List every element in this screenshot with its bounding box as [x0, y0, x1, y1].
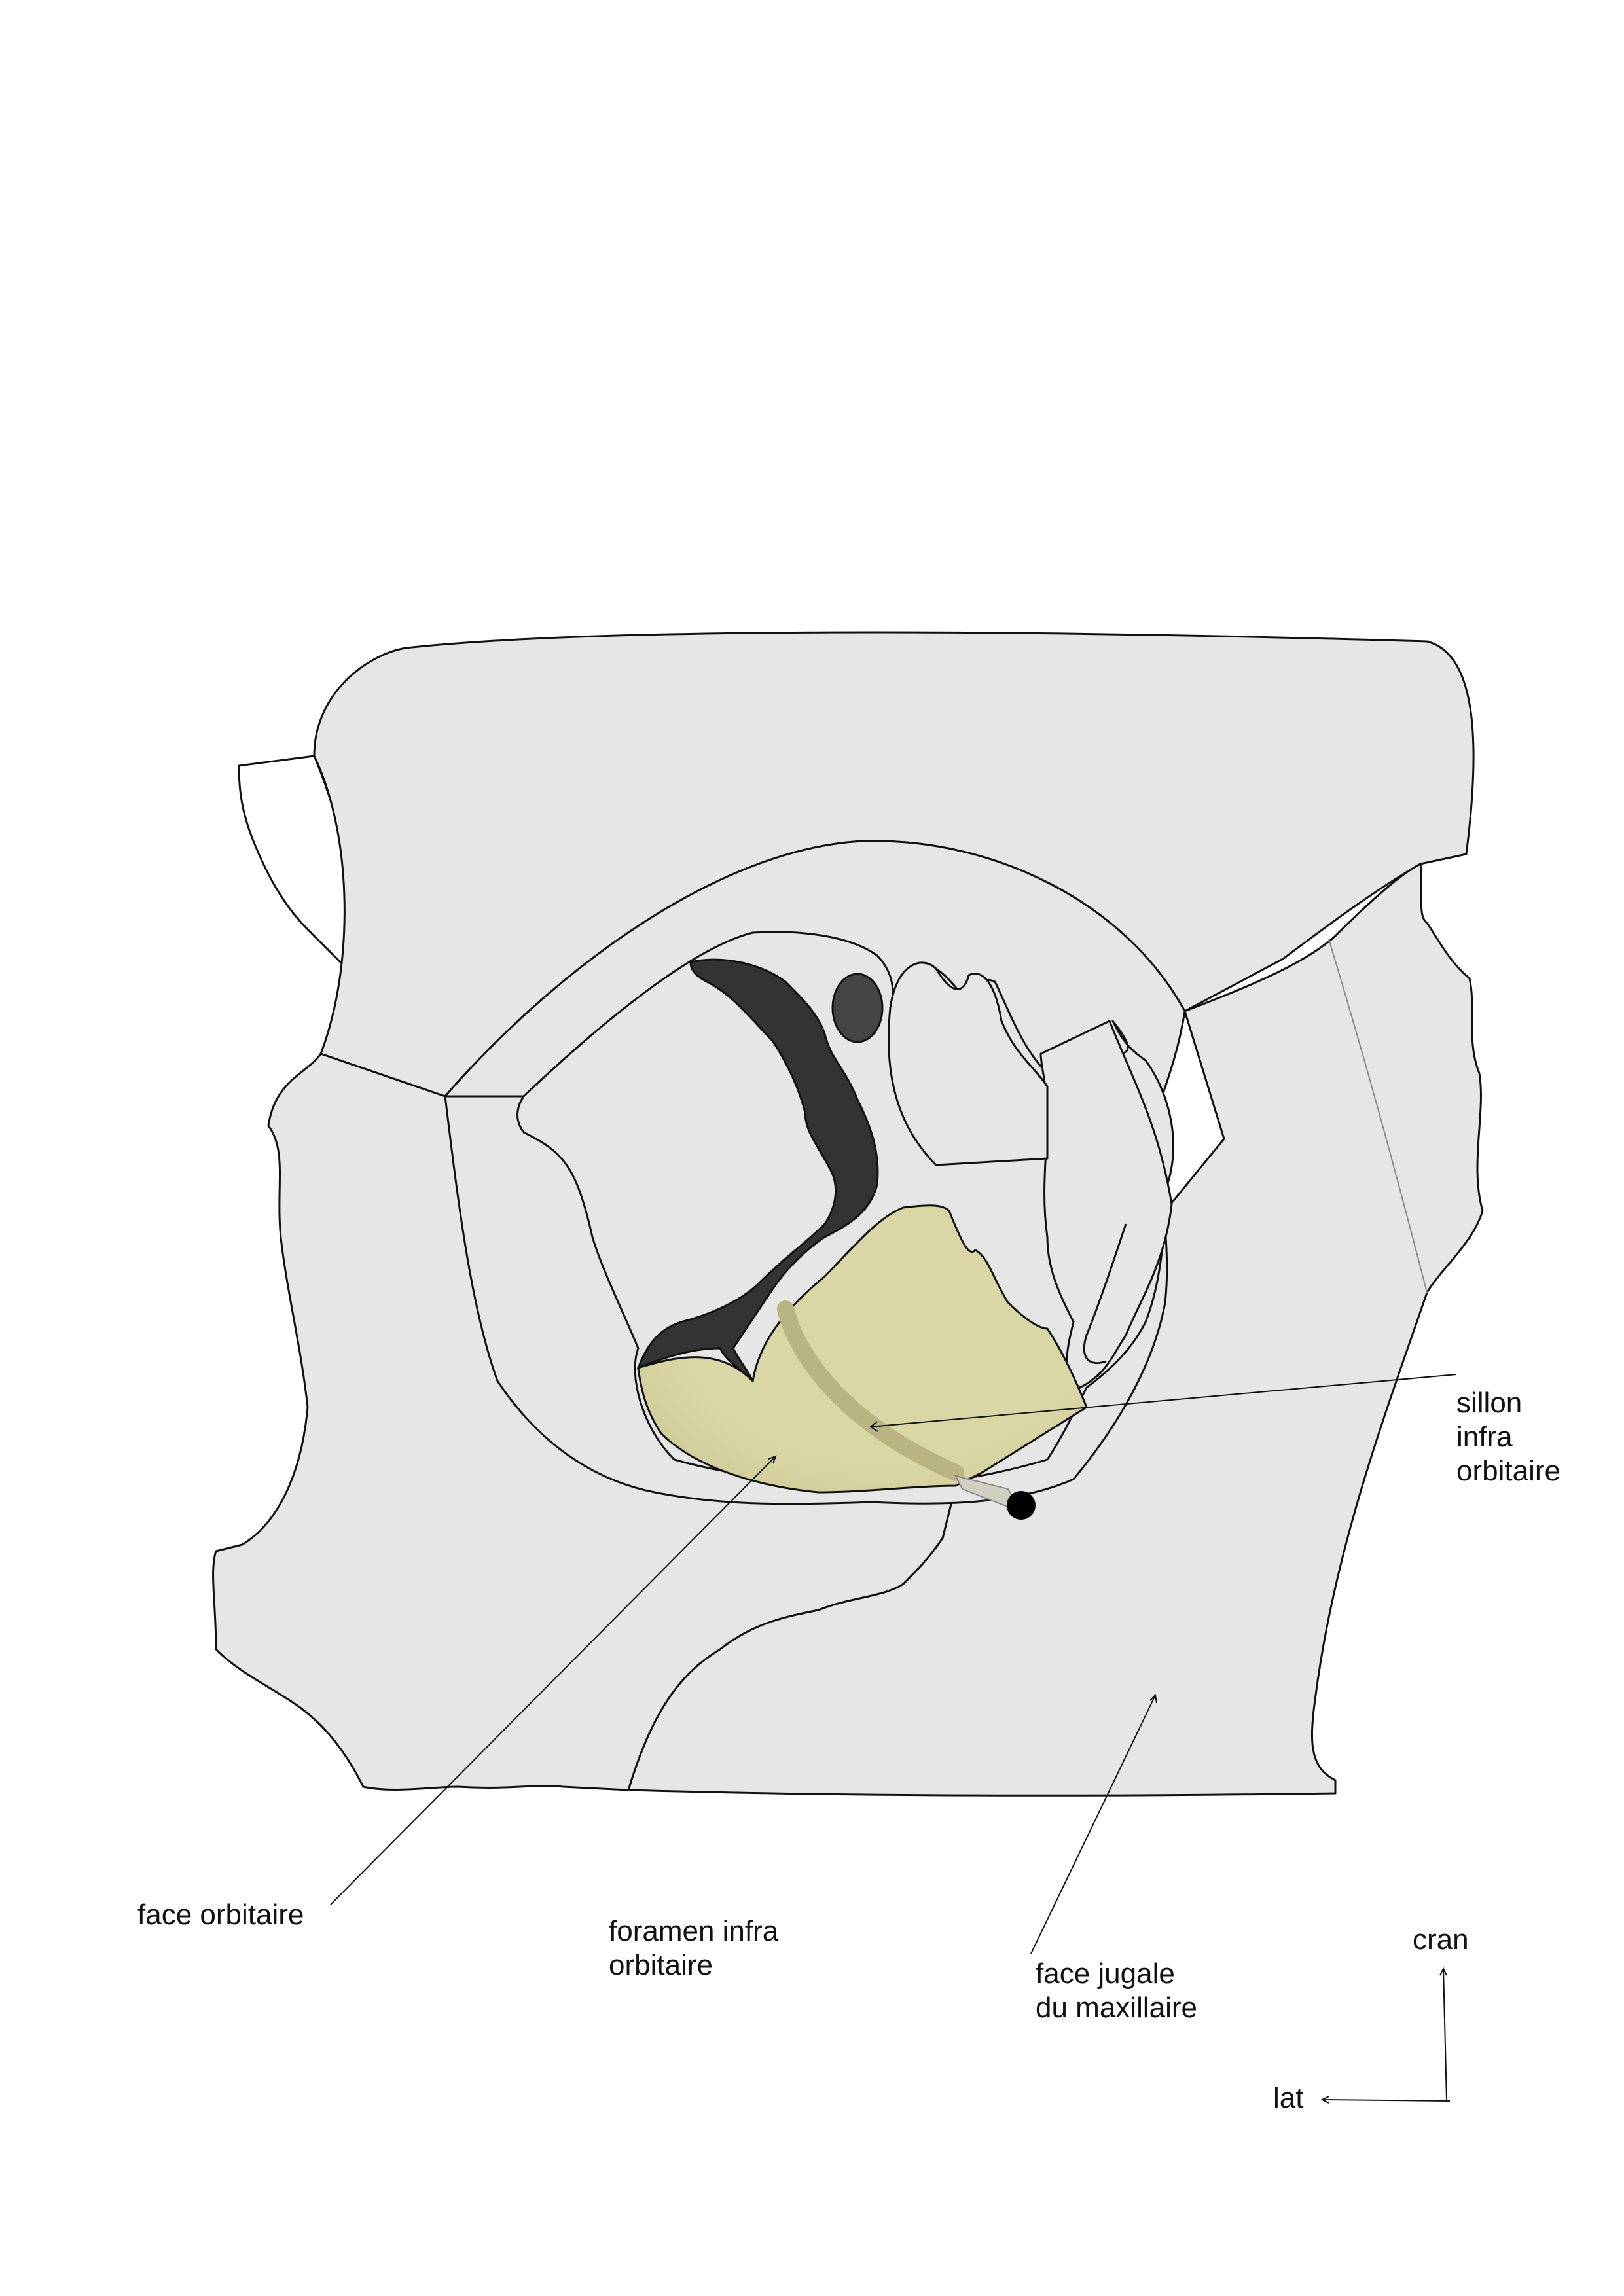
label-line: face jugale [1036, 1958, 1175, 1990]
label-line: cran [1413, 1924, 1469, 1956]
label-lateral: lat [1273, 2081, 1303, 2115]
leader-face-orbitaire [330, 1456, 776, 1905]
cranial-axis-arrow [1439, 1967, 1447, 1976]
leader-face-jugale [1030, 1695, 1156, 1954]
right-suture-line [1328, 939, 1428, 1293]
leader-sillon-arrow [869, 1421, 878, 1432]
orbital-fissure [636, 958, 879, 1382]
label-face-orbitaire: face orbitaire [137, 1898, 304, 1932]
label-foramen-infra-orbitaire: foramen infra orbitaire [609, 1914, 778, 1982]
cranial-axis [1443, 1968, 1447, 2100]
infraorbital-groove [777, 1300, 964, 1481]
label-face-jugale: face jugale du maxillaire [1036, 1957, 1197, 2025]
leader-sillon [870, 1374, 1457, 1427]
label-line: du maxillaire [1036, 1992, 1197, 2024]
palatine-pillar [888, 961, 1049, 1166]
lateral-axis [1322, 2099, 1451, 2102]
leader-face-orbitaire-arrow [768, 1455, 777, 1464]
label-line: infra [1456, 1421, 1513, 1453]
leader-face-jugale-arrow [1149, 1693, 1157, 1704]
optic-foramen [831, 973, 884, 1043]
inner-ridge [1083, 1223, 1127, 1365]
label-cranial: cran [1413, 1923, 1469, 1957]
label-line: orbitaire [609, 1949, 713, 1981]
label-line: sillon [1456, 1387, 1523, 1419]
label-line: face orbitaire [137, 1899, 304, 1931]
lateral-axis-arrow [1320, 2096, 1329, 2104]
label-line: foramen infra [609, 1915, 779, 1947]
label-sillon-infra-orbitaire: sillon infra orbitaire [1456, 1386, 1561, 1488]
label-line: lat [1273, 2082, 1304, 2114]
label-line: orbitaire [1456, 1455, 1561, 1487]
infraorbital-foramen [1007, 1491, 1036, 1520]
